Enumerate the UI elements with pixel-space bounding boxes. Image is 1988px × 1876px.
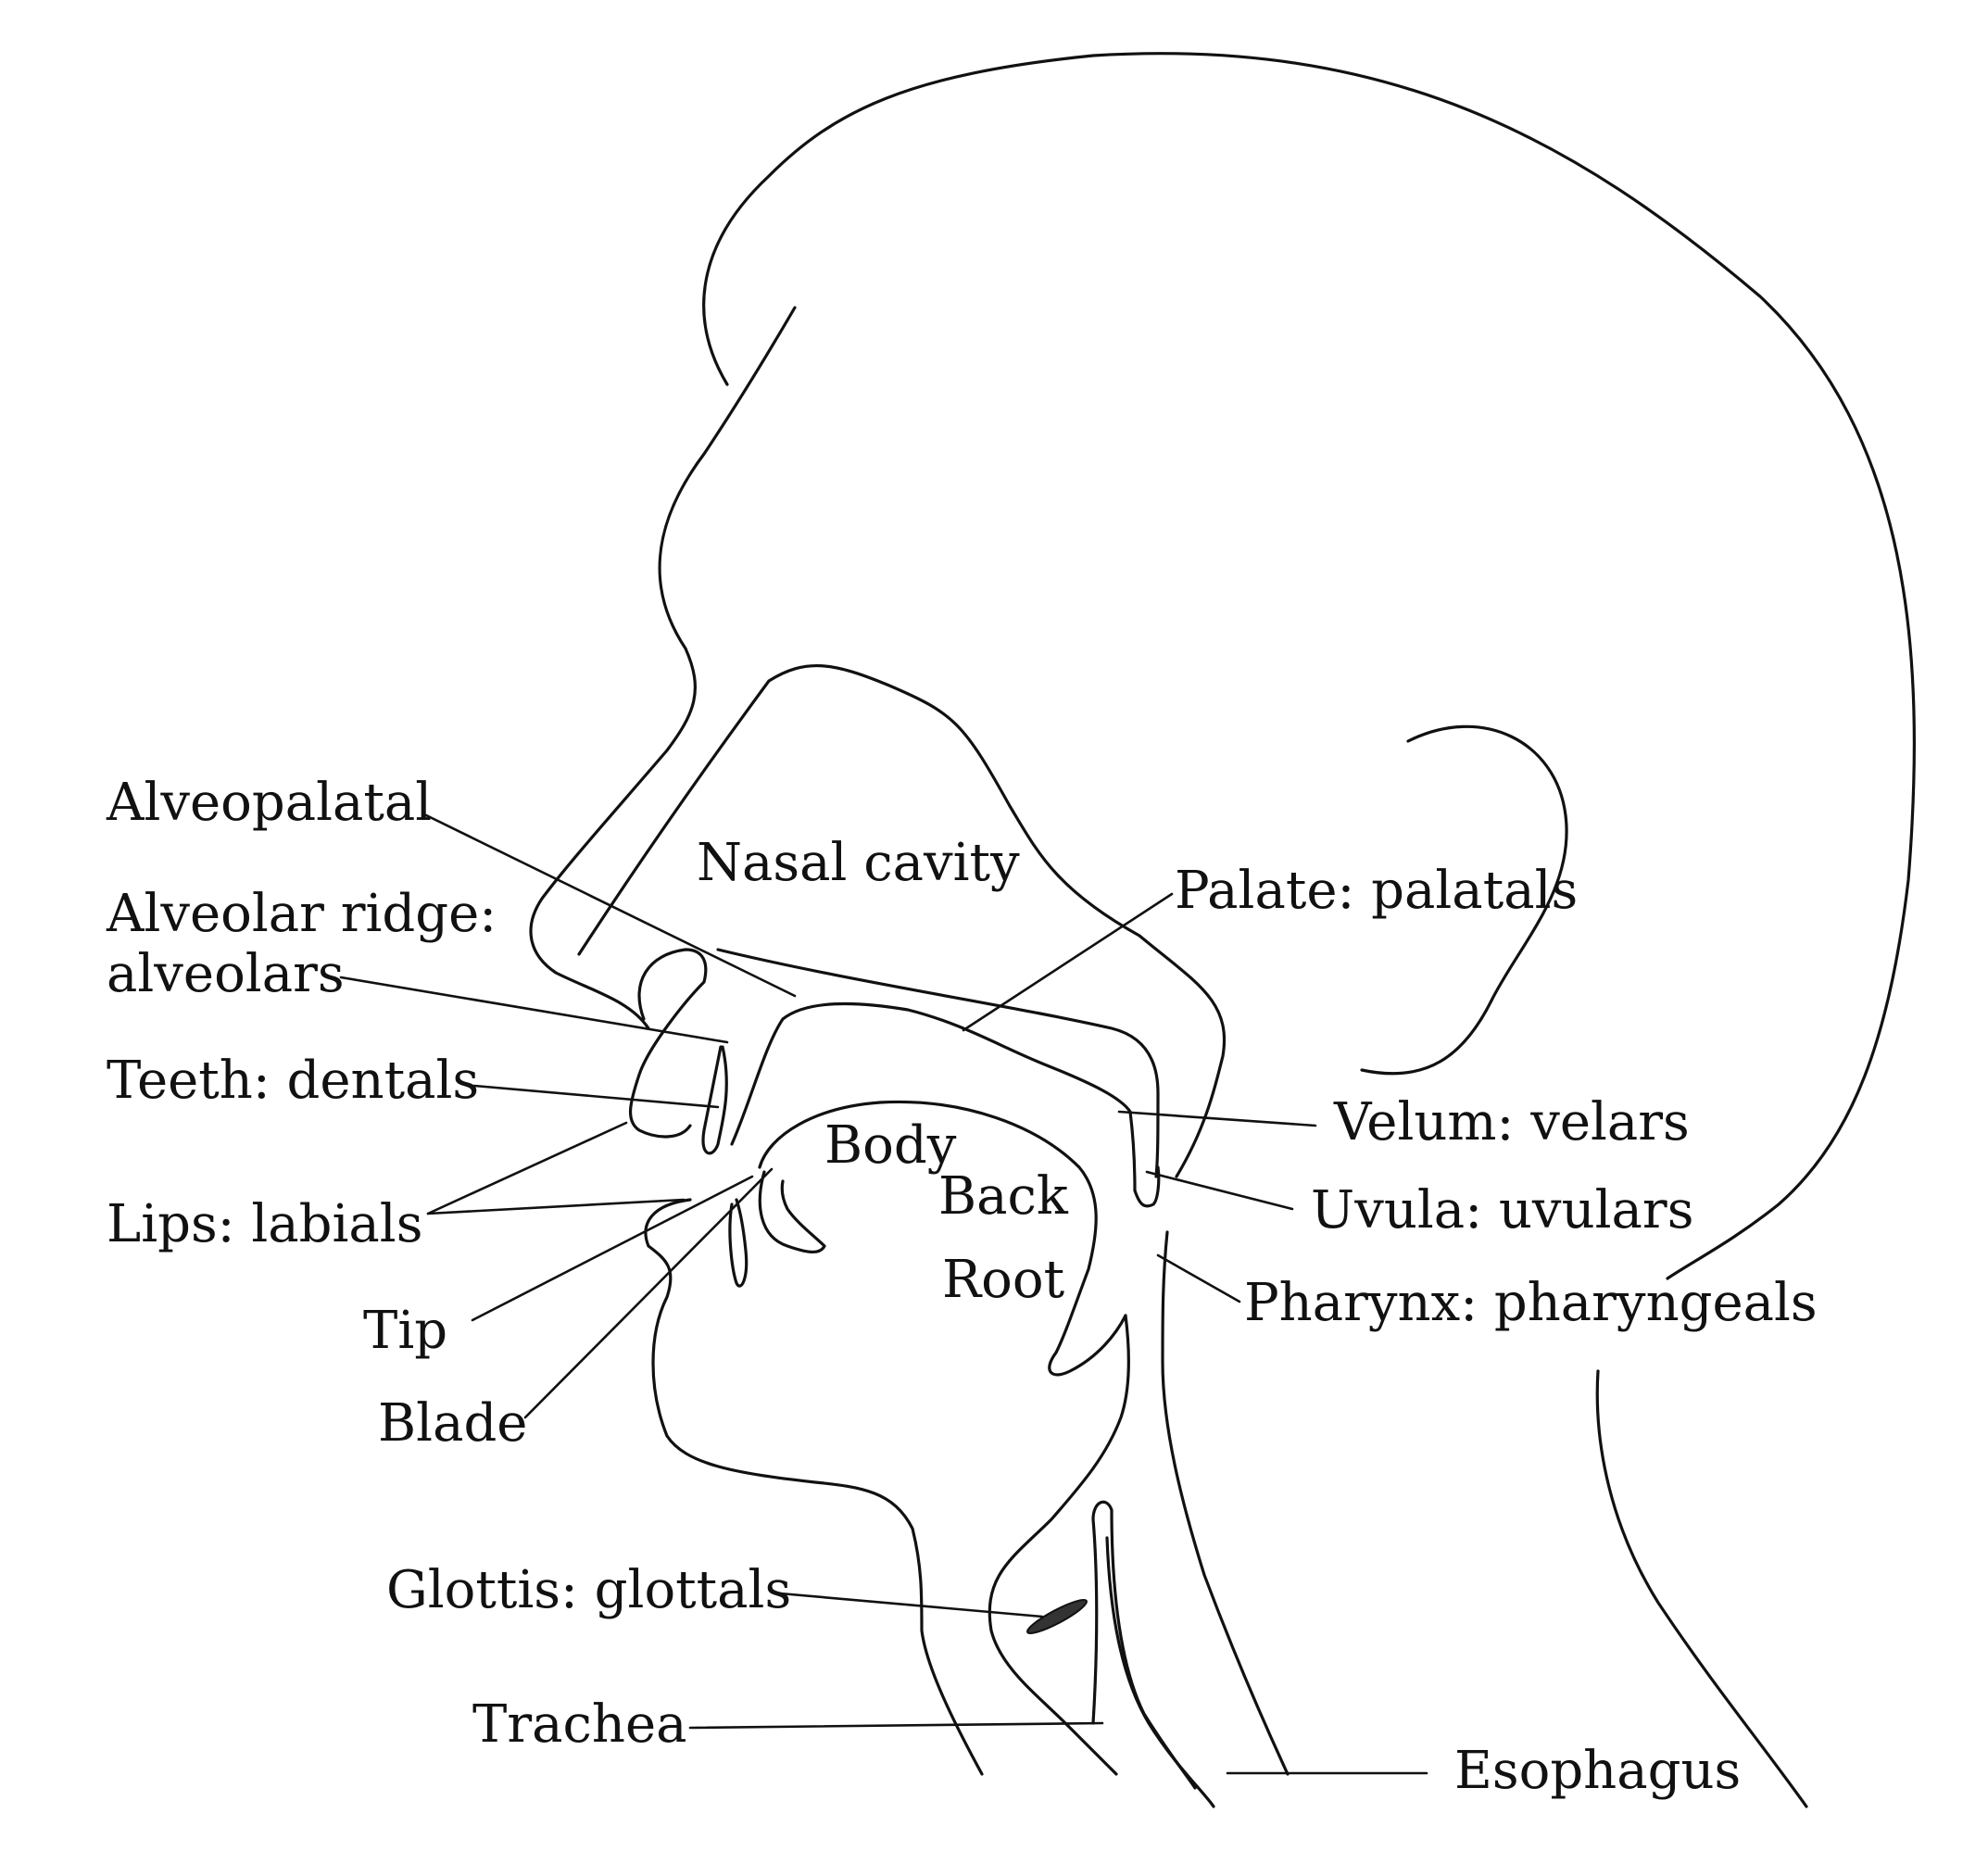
label-velum: Velum: velars xyxy=(1333,1092,1690,1152)
label-trachea: Trachea xyxy=(472,1694,686,1755)
teeth-leader xyxy=(472,1084,720,1109)
tongue-outline xyxy=(758,1100,1127,1377)
label-lips: Lips: labials xyxy=(107,1194,422,1254)
pharynx-leader xyxy=(1156,1253,1241,1303)
alveolar-ridge xyxy=(701,1045,728,1155)
alveolar-ridge-leader xyxy=(339,976,729,1044)
label-alveopalatal: Alveopalatal xyxy=(106,773,432,833)
label-palate: Palate: palatals xyxy=(1175,861,1578,921)
lips-leader-lower xyxy=(426,1198,686,1215)
label-root: Root xyxy=(942,1250,1065,1310)
uvula-leader xyxy=(1145,1170,1294,1211)
pharynx-back-wall xyxy=(1161,1230,1290,1776)
lower-lip-chin xyxy=(644,1198,984,1776)
tip-leader xyxy=(471,1175,754,1322)
glottis-leader xyxy=(778,1592,1044,1618)
lower-teeth xyxy=(728,1198,749,1288)
velum-leader xyxy=(1117,1110,1317,1127)
alveopalatal-leader xyxy=(424,813,797,998)
label-nasal-cavity: Nasal cavity xyxy=(697,833,1020,893)
upper-lip xyxy=(628,948,708,1139)
velum-uvula xyxy=(1133,1165,1161,1208)
neck-back xyxy=(1595,1369,1808,1808)
nasal-cavity-outline xyxy=(577,664,1226,1178)
label-pharynx: Pharynx: pharyngeals xyxy=(1244,1273,1818,1333)
label-uvula: Uvula: uvulars xyxy=(1311,1180,1693,1240)
tongue-tip xyxy=(758,1170,826,1253)
label-body: Body xyxy=(824,1115,957,1176)
label-alveolar-ridge-line1: Alveolar ridge: xyxy=(106,884,497,944)
esophagus-tube-back xyxy=(1105,1536,1215,1808)
palate-leader xyxy=(962,892,1174,1032)
blade-leader xyxy=(523,1167,774,1419)
label-alveolar-ridge-line2: alveolars xyxy=(107,944,345,1004)
palate-line xyxy=(716,948,1160,1178)
lips-leader-upper xyxy=(426,1121,628,1215)
ear xyxy=(1360,724,1568,1076)
label-tip: Tip xyxy=(363,1301,447,1361)
label-teeth: Teeth: dentals xyxy=(107,1051,479,1111)
face-profile xyxy=(529,306,797,1030)
label-glottis: Glottis: glottals xyxy=(386,1560,791,1620)
label-back: Back xyxy=(938,1166,1069,1227)
head-outline xyxy=(702,52,1916,1280)
glottis-mark xyxy=(1026,1599,1088,1634)
label-blade: Blade xyxy=(378,1393,527,1454)
trachea-leader xyxy=(688,1721,1104,1730)
label-esophagus: Esophagus xyxy=(1454,1741,1741,1801)
